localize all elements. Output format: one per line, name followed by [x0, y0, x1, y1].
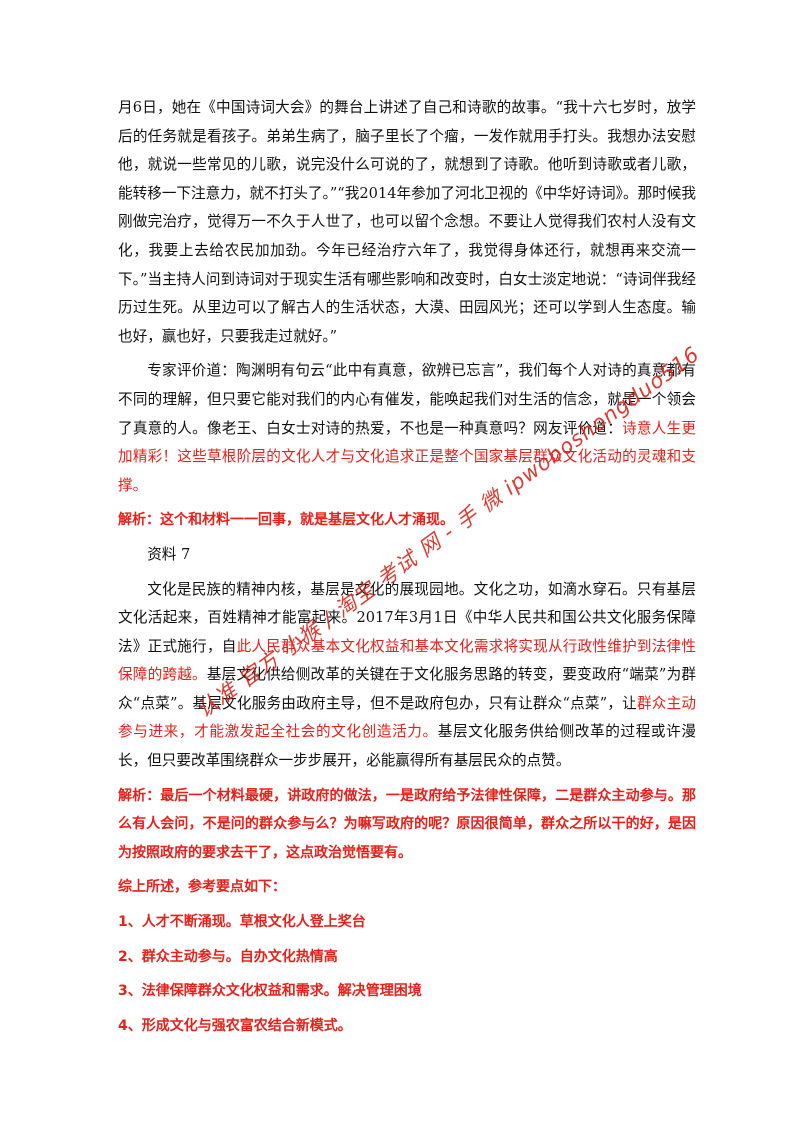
- material-7-highlight-law: 此人民群众基本文化权益和基本文化需求将实现从行政性维护到法律性保障的跨越。: [118, 637, 696, 684]
- summary-point-3: 3、法律保障群众文化权益和需求。解决管理困境: [118, 983, 422, 1000]
- paragraph-story: 月6日，她在《中国诗词大会》的舞台上讲述了自己和诗歌的故事。“我十六七岁时，放学…: [118, 99, 696, 345]
- summary-heading: 综上所述，参考要点如下：: [118, 879, 286, 896]
- material-7-text-a: 文化是民族的精神内核，基层是文化的展现园地。文化之功，如滴水穿石。只有基层文化活…: [118, 580, 696, 655]
- paragraph-expert-review: 专家评价道：陶渊明有句云“此中有真意，欲辨已忘言”，我们每个人对诗的真意都有不同…: [118, 357, 696, 500]
- analysis-two: 解析：最后一个材料最硬，讲政府的做法，一是政府给予法律性保障，二是群众主动参与。…: [118, 787, 696, 861]
- material-7-heading: 资料 7: [147, 545, 191, 563]
- paragraph-material-7: 文化是民族的精神内核，基层是文化的展现园地。文化之功，如滴水穿石。只有基层文化活…: [118, 576, 696, 776]
- netizen-review-highlight: 诗意人生更加精彩！这些草根阶层的文化人才与文化追求正是整个国家基层群众文化活动的…: [118, 419, 696, 494]
- summary-point-2: 2、群众主动参与。自办文化热情高: [118, 948, 338, 965]
- material-7-text-b: 基层文化供给侧改革的关键在于文化服务思路的转变，要变政府“端菜”为群众“点菜”。…: [118, 666, 696, 712]
- analysis-one: 解析：这个和材料一一回事，就是基层文化人才涌现。: [118, 512, 454, 529]
- summary-point-4: 4、形成文化与强农富农结合新模式。: [118, 1017, 352, 1034]
- material-7-highlight-participation: 群众主动参与进来，才能激发起全社会的文化创造活力。: [118, 694, 696, 741]
- expert-review-text: 专家评价道：陶渊明有句云“此中有真意，欲辨已忘言”，我们每个人对诗的真意都有不同…: [118, 362, 696, 437]
- document-body: 月6日，她在《中国诗词大会》的舞台上讲述了自己和诗歌的故事。“我十六七岁时，放学…: [118, 94, 696, 1046]
- material-7-text-c: 基层文化服务供给侧改革的过程或许漫长，但只要改革围绕群众一步步展开，必能赢得所有…: [118, 723, 696, 770]
- summary-point-1: 1、人才不断涌现。草根文化人登上奖台: [118, 914, 366, 931]
